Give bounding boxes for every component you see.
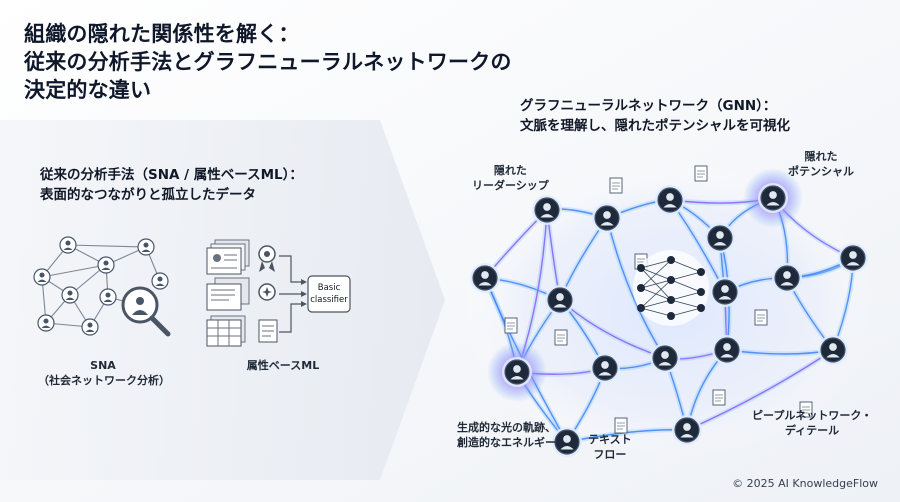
magnifier-icon <box>121 286 171 337</box>
text-flow-line-1: テキスト <box>588 433 632 446</box>
person-icon <box>472 265 498 291</box>
hidden-leadership-line-1: 隠れた <box>493 164 527 177</box>
person-icon <box>712 279 738 305</box>
gnn-heading-line-2: 文脈を理解し、隠れたポテンシャルを可視化 <box>520 118 790 134</box>
title-line-3: 決定的な違い <box>24 78 152 102</box>
sna-sublabel: （社会ネットワーク分析） <box>38 374 170 387</box>
copyright-text: © 2025 AI KnowledgeFlow <box>732 477 878 490</box>
person-icon <box>554 429 580 455</box>
title-line-2: 従来の分析手法とグラフニューラルネットワークの <box>24 50 512 74</box>
flower-badge-icon <box>258 283 276 301</box>
person-icon <box>151 272 169 290</box>
creative-energy-line-2: 創造的なエネルギー <box>457 436 556 449</box>
person-icon <box>592 355 618 381</box>
neural-network-icon <box>633 250 709 326</box>
spreadsheet-icon <box>206 315 246 347</box>
person-icon <box>707 225 733 251</box>
person-icon <box>840 245 866 271</box>
person-icon <box>674 417 700 443</box>
sna-label: SNA <box>90 359 116 372</box>
creative-energy-line-1: 生成的な光の軌跡、 <box>457 421 556 434</box>
document-icon <box>614 417 628 434</box>
traditional-heading-line-2: 表面的なつながりと孤立したデータ <box>40 187 256 203</box>
sna-network-diagram <box>33 236 171 337</box>
person-icon <box>820 337 846 363</box>
document-icon <box>609 177 623 194</box>
person-icon <box>760 185 786 211</box>
person-icon <box>714 337 740 363</box>
classifier-label-line-1: Basic <box>318 283 341 293</box>
person-icon <box>594 205 620 231</box>
person-icon <box>97 256 115 274</box>
person-icon <box>137 238 155 256</box>
person-icon <box>652 345 678 371</box>
classifier-label-line-2: classifier <box>310 295 348 305</box>
gnn-heading: グラフニューラルネットワーク（GNN）： 文脈を理解し、隠れたポテンシャルを可視… <box>520 96 790 136</box>
person-icon <box>61 286 79 304</box>
person-icon <box>504 359 530 385</box>
creative-energy-label: 生成的な光の軌跡、 創造的なエネルギー <box>457 420 556 450</box>
people-network-line-2: ディテール <box>784 424 840 437</box>
basic-classifier-box <box>307 275 351 313</box>
title-line-1: 組織の隠れた関係性を解く： <box>24 22 300 46</box>
attribute-ml-diagram: Basic classifier <box>206 239 351 347</box>
person-icon <box>33 268 51 286</box>
people-network-label: ピープルネットワーク・ ディテール <box>752 408 872 438</box>
person-icon <box>99 288 117 306</box>
person-icon <box>534 197 560 223</box>
person-icon <box>774 265 800 291</box>
person-icon <box>657 187 683 213</box>
person-icon <box>81 318 99 336</box>
document-icon <box>694 165 708 182</box>
hidden-leadership-label: 隠れた リーダーシップ <box>472 163 549 193</box>
document-icon <box>799 401 813 418</box>
checklist-icon <box>258 319 278 343</box>
person-icon <box>59 236 77 254</box>
traditional-heading-line-1: 従来の分析手法（SNA / 属性ベースML）： <box>40 167 303 183</box>
hidden-potential-line-2: ポテンシャル <box>788 165 854 178</box>
text-flow-line-2: フロー <box>593 448 627 461</box>
person-icon <box>37 314 55 332</box>
hidden-potential-line-1: 隠れた <box>804 150 838 163</box>
document-icon <box>504 317 518 334</box>
hidden-potential-label: 隠れた ポテンシャル <box>788 149 854 179</box>
sna-caption: SNA （社会ネットワーク分析） <box>38 358 170 388</box>
award-badge-icon <box>258 245 276 272</box>
person-icon <box>547 287 573 313</box>
profile-documents-icon <box>206 239 250 275</box>
people-network-line-1: ピープルネットワーク・ <box>752 409 873 422</box>
hidden-leadership-line-2: リーダーシップ <box>472 179 549 192</box>
page-title: 組織の隠れた関係性を解く： 従来の分析手法とグラフニューラルネットワークの 決定… <box>24 20 512 104</box>
document-icon <box>554 329 568 346</box>
ml-caption: 属性ベースML <box>238 358 328 373</box>
ml-label: 属性ベースML <box>246 359 320 372</box>
text-flow-label: テキスト フロー <box>588 432 632 462</box>
gnn-network-diagram <box>460 160 880 460</box>
gnn-heading-line-1: グラフニューラルネットワーク（GNN）： <box>520 98 777 114</box>
traditional-methods-heading: 従来の分析手法（SNA / 属性ベースML）： 表面的なつながりと孤立したデータ <box>40 165 303 205</box>
document-icon <box>754 309 768 326</box>
document-icon <box>712 389 726 406</box>
certificate-documents-icon <box>206 277 250 311</box>
